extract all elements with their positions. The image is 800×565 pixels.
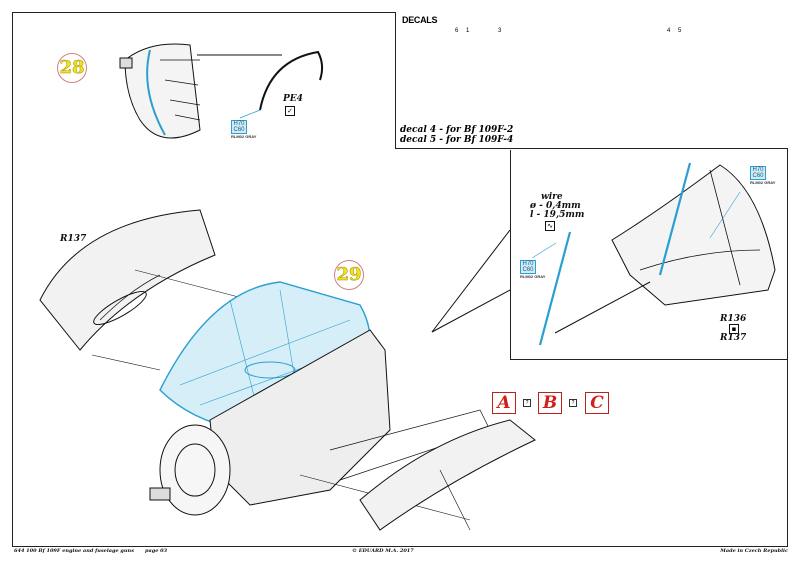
wire-icon: ∿ <box>545 221 555 231</box>
part-label-r137: R137 <box>60 234 87 244</box>
decal-callout-4: 4 <box>667 28 671 34</box>
callout-pointer <box>431 229 511 333</box>
separator-icon: ? <box>523 399 531 407</box>
footer-page: page 03 <box>145 548 168 554</box>
part-label-pe4: PE4 <box>283 94 303 104</box>
part-label-r136: R136 <box>720 314 747 324</box>
decal-note-5: decal 5 - for Bf 109F-4 <box>400 135 514 145</box>
step-28-engine-drawing <box>119 43 324 139</box>
step-number-29: 29 <box>334 260 364 290</box>
footer-copyright: © EDUARD M.A. 2017 <box>352 548 414 554</box>
decals-panel: DECALS 6 1 3 4 5 decal 4 - for Bf 109F-2… <box>395 12 788 149</box>
paint-code-h: H70 <box>752 167 764 173</box>
paint-code-c: C60 <box>233 127 245 133</box>
detail-callout-panel <box>510 150 788 360</box>
glue-icon: ▪ <box>729 324 739 334</box>
part-label-r137-right: R137 <box>720 333 747 343</box>
paint-name: RLM02 GRAY <box>520 274 546 279</box>
footer: 644 100 Bf 109F engine and fuselage guns… <box>12 547 788 557</box>
paint-code-c: C60 <box>752 173 764 179</box>
paint-name: RLM02 GRAY <box>231 134 257 139</box>
wire-title: wire <box>541 192 563 202</box>
separator-icon: ? <box>569 399 577 407</box>
decal-callout-6: 6 <box>455 28 459 34</box>
paint-name: RLM02 GRAY <box>750 180 776 185</box>
bend-icon: ✓ <box>285 106 295 116</box>
paint-code-c: C60 <box>522 267 534 273</box>
version-c: C <box>585 392 609 414</box>
version-a: A <box>492 392 516 414</box>
wire-length: l - 19,5mm <box>530 210 585 220</box>
paint-code-h: H70 <box>522 261 534 267</box>
decal-note-4: decal 4 - for Bf 109F-2 <box>400 125 514 135</box>
callout-detail-drawing <box>531 162 776 346</box>
version-b: B <box>538 392 562 414</box>
footer-made-in: Made in Czech Republic <box>720 548 788 554</box>
wire-diameter: ø - 0,4mm <box>530 201 581 211</box>
footer-kit: 644 100 Bf 109F engine and fuselage guns <box>14 548 135 554</box>
decal-callout-5: 5 <box>678 28 682 34</box>
decal-callout-3: 3 <box>498 28 502 34</box>
step-number-28: 28 <box>57 53 87 83</box>
decal-callout-1: 1 <box>466 28 470 34</box>
paint-code-h: H70 <box>233 121 245 127</box>
step-29-fuselage-drawing <box>39 209 536 531</box>
decals-title: DECALS <box>402 15 438 25</box>
